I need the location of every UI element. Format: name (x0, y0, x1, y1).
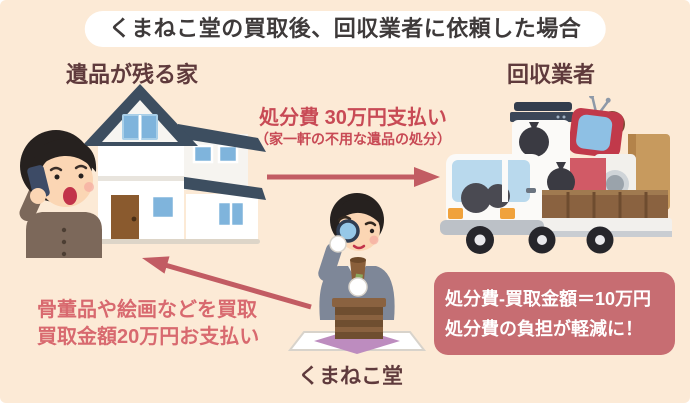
glove (329, 235, 347, 253)
wooden-box-icon (335, 307, 383, 339)
house-lower-roof (178, 176, 266, 200)
purchase-line2: 買取金額20万円お支払い (37, 326, 260, 348)
result-line1: 処分費-買取金額＝10万円 (445, 289, 652, 309)
crt-tv-icon (568, 96, 624, 158)
loupe-icon (336, 219, 360, 243)
junk-truck-icon (440, 96, 672, 254)
arrow-right-icon (267, 167, 440, 187)
headlight (500, 208, 515, 219)
trash-bag-icon (519, 127, 549, 157)
appraiser-icon (287, 193, 427, 354)
disposal-fee-detail: （家一軒の不用な遺品の処分） (255, 131, 451, 147)
purchase-line1: 骨董品や絵画などを買取 (37, 299, 257, 321)
house-upper-roof (178, 124, 266, 152)
disposal-fee-amount: 処分費 30万円支払い (259, 107, 447, 129)
trash-bag-icon (547, 168, 575, 196)
purchase-note: 骨董品や絵画などを買取 買取金額20万円お支払い (37, 297, 259, 351)
caller-body (26, 212, 102, 258)
bumper (440, 220, 544, 235)
label-collector: 回収業者 (507, 62, 596, 87)
title-text: くまねこ堂の買取後、回収業者に依頼した場合 (108, 16, 582, 41)
house-icon (82, 84, 266, 244)
disposal-fee-note: 処分費 30万円支払い （家一軒の不用な遺品の処分） (233, 106, 473, 149)
caller-mouth (63, 187, 77, 205)
headlight (448, 208, 463, 219)
label-house: 遺品が残る家 (66, 62, 199, 87)
title-banner: くまねこ堂の買取後、回収業者に依頼した場合 (84, 11, 606, 47)
result-line2: 処分費の負担が軽減に！ (445, 319, 643, 339)
stereo-icon (510, 112, 574, 122)
result-box: 処分費-買取金額＝10万円 処分費の負担が軽減に！ (434, 272, 675, 355)
label-shop: くまねこ堂 (298, 365, 403, 388)
person-on-phone-icon (19, 130, 102, 258)
glove (348, 277, 368, 297)
